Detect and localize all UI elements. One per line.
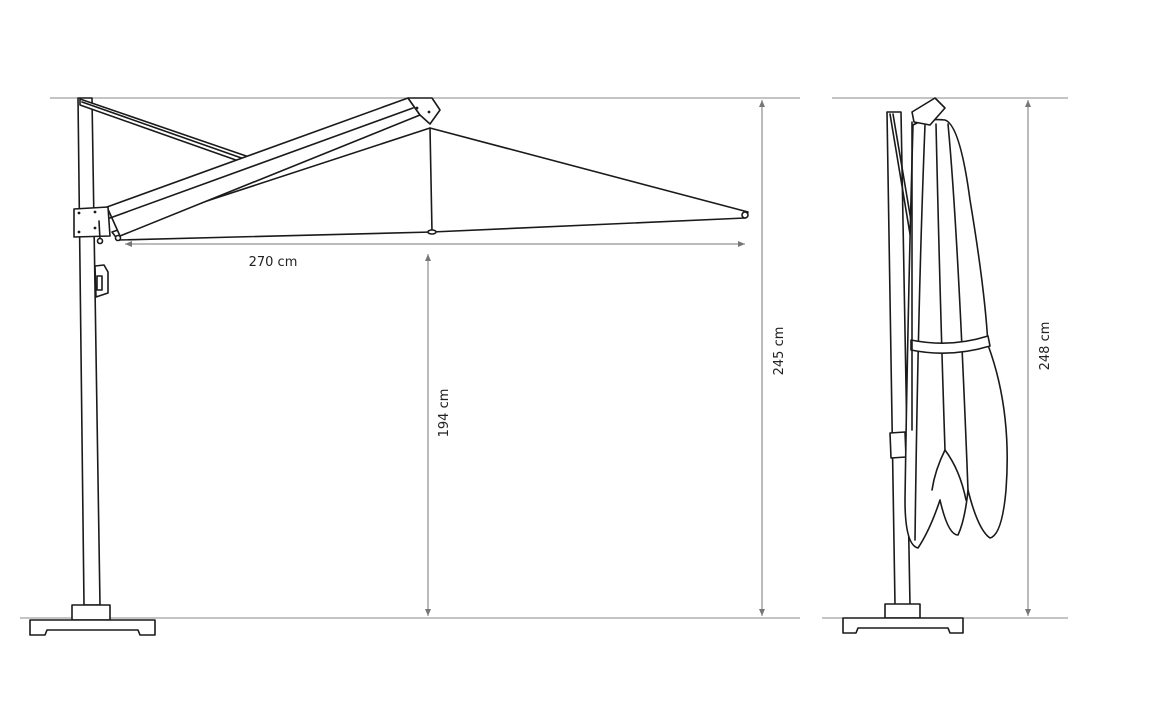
arm-knuckle	[911, 97, 946, 126]
closing-strap	[910, 335, 991, 354]
canopy-rod	[429, 127, 433, 233]
canopy-center-cap	[427, 229, 437, 235]
folded-canopy	[904, 118, 1008, 549]
canopy-tip	[741, 211, 749, 219]
arm-knuckle	[407, 97, 441, 125]
open-umbrella-view: 270 cm 194 cm 245 cm	[20, 97, 800, 636]
base-block	[71, 604, 111, 621]
tilt-lever	[98, 220, 101, 241]
pole	[77, 97, 101, 606]
base-plate	[842, 617, 964, 634]
closed-umbrella-view: 248 cm	[822, 97, 1068, 634]
slider-bracket	[73, 206, 111, 238]
width-label: 270 cm	[249, 255, 298, 270]
base-block	[884, 603, 921, 619]
closed-height-label: 248 cm	[1038, 322, 1053, 371]
clearance-label: 194 cm	[437, 389, 452, 438]
pole-bracket	[889, 431, 907, 459]
pole	[886, 111, 911, 606]
base-plate	[29, 619, 156, 636]
height-label: 245 cm	[772, 327, 787, 376]
